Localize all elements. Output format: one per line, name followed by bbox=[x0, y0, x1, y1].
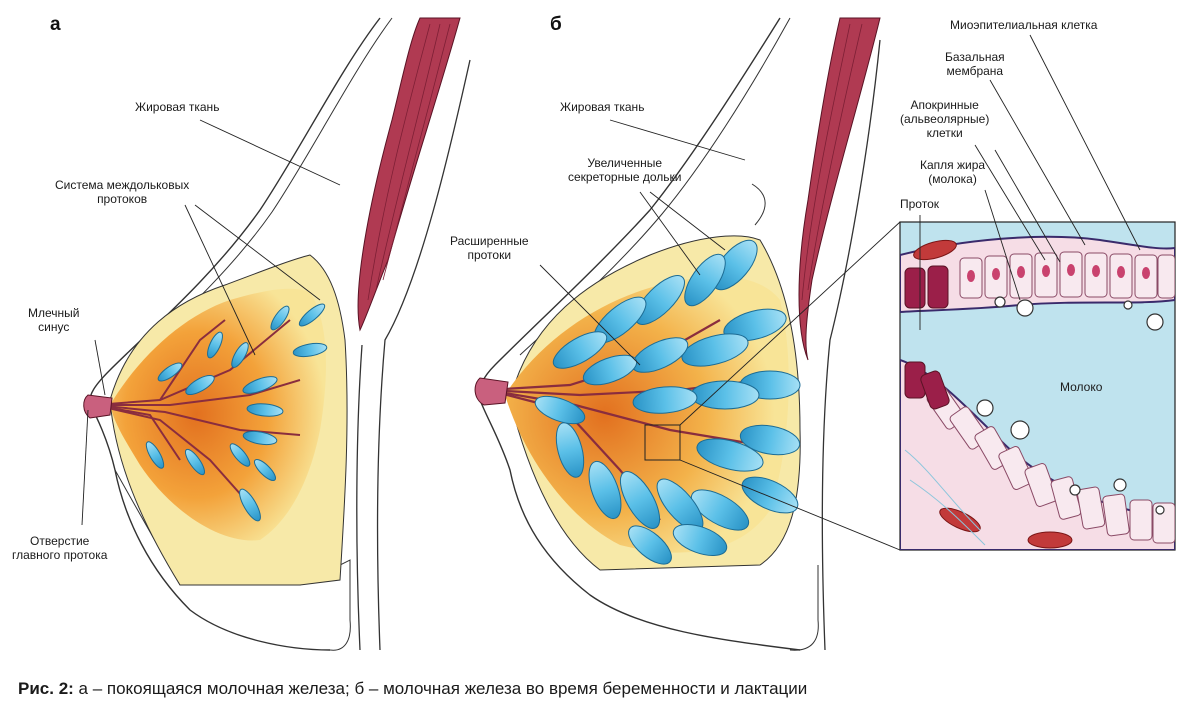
label-fat-drop: Капля жира (молока) bbox=[920, 158, 986, 186]
panel-label-a: а bbox=[50, 14, 61, 35]
label-fat-a: Жировая ткань bbox=[135, 100, 220, 114]
label-sinus-a: Млечный синус bbox=[28, 306, 80, 334]
lobules-b bbox=[534, 239, 801, 565]
label-fat-b: Жировая ткань bbox=[560, 100, 645, 114]
panel-b-drawing bbox=[474, 17, 901, 651]
label-duct: Проток bbox=[900, 197, 939, 211]
panel-a-drawing bbox=[81, 17, 471, 651]
nipple-b bbox=[474, 377, 509, 406]
pectoral-muscle-b bbox=[798, 17, 881, 361]
nipple-a bbox=[83, 394, 113, 419]
lobules-a bbox=[145, 303, 328, 522]
label-basal-membrane: Базальная мембрана bbox=[945, 50, 1005, 78]
caption-text: а – покоящаяся молочная железа; б – моло… bbox=[73, 679, 808, 698]
label-ducts-a: Система междольковых протоков bbox=[55, 178, 190, 206]
label-dilated-b: Расширенные протоки bbox=[450, 234, 529, 262]
label-opening-a: Отверстие главного протока bbox=[12, 534, 108, 562]
label-lobules-b: Увеличенные секреторные дольки bbox=[568, 156, 682, 184]
caption-prefix: Рис. 2: bbox=[18, 679, 74, 698]
pectoral-muscle-a bbox=[357, 17, 461, 332]
panel-label-b: б bbox=[550, 14, 562, 35]
label-milk: Молоко bbox=[1060, 380, 1103, 394]
label-myoepithelial: Миоэпителиальная клетка bbox=[950, 18, 1098, 32]
figure-caption: Рис. 2: а – покоящаяся молочная железа; … bbox=[18, 679, 807, 699]
label-apocrine-cells: Апокринные (альвеолярные) клетки bbox=[900, 98, 990, 140]
detail-panel bbox=[899, 34, 1176, 551]
zoom-square bbox=[644, 424, 681, 461]
